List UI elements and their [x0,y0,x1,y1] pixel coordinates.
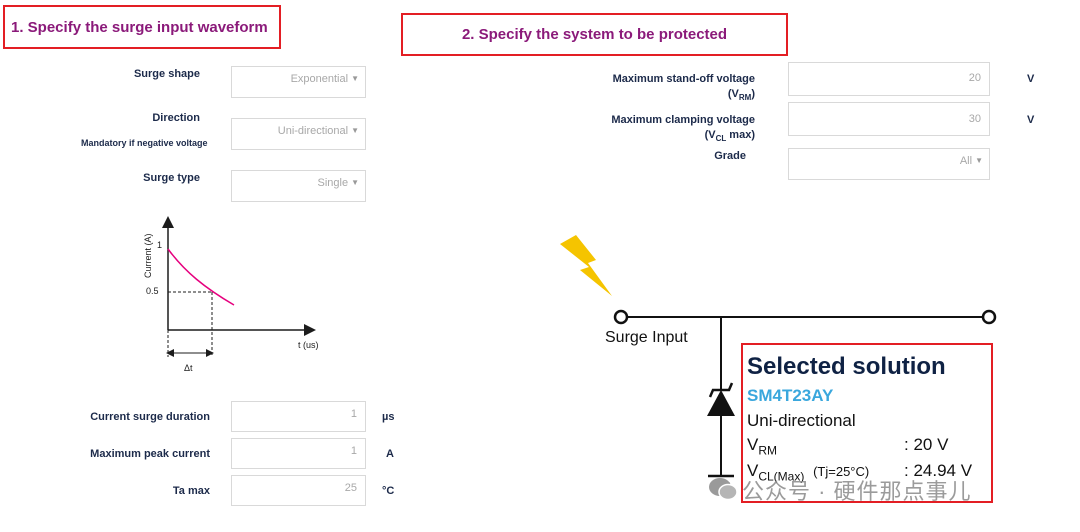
section-1-title-text: 1. Specify the surge input waveform [11,18,268,36]
standoff-sub-close: ) [751,88,755,100]
wechat-icon [708,476,738,502]
direction-note: Mandatory if negative voltage [81,138,208,148]
selected-solution-title: Selected solution [747,353,946,380]
standoff-voltage-label: Maximum stand-off voltage (VRM) [585,72,755,105]
surge-input-label: Surge Input [605,329,688,346]
vcl-main: V [747,461,759,480]
input-terminal [613,309,629,325]
max-peak-current-value: 1 [350,445,357,457]
ta-max-label: Ta max [172,485,210,497]
section-2-title: 2. Specify the system to be protected [401,13,788,56]
clamping-sub: CL [715,134,727,144]
clamping-voltage-input[interactable]: 30 [788,102,990,136]
clamping-voltage-label: Maximum clamping voltage (VCL max) [585,113,755,146]
current-surge-duration-unit: µs [382,411,395,423]
standoff-voltage-value: 20 [968,72,981,84]
vrm-main: V [747,435,759,454]
section-2-title-text: 2. Specify the system to be protected [461,26,728,43]
current-surge-duration-label: Current surge duration [90,411,210,423]
y-axis-label: Current (A) [143,233,153,278]
surge-shape-value: Exponential [290,73,349,85]
chevron-down-icon: ▼ [975,156,983,165]
direction-value: Uni-directional [277,125,349,137]
watermark-text: 公众号 · 硬件那点事儿 [742,479,972,504]
clamping-sub-open: (V [704,129,716,141]
x-axis-label: t (us) [298,340,319,350]
grade-value: All [959,155,973,167]
grade-label: Grade [714,150,746,162]
standoff-voltage-label-text: Maximum stand-off voltage [612,73,755,85]
standoff-sub: RM [738,93,752,103]
solution-direction: Uni-directional [747,411,856,430]
clamping-voltage-unit: V [1027,114,1035,126]
protection-circuit-diagram: Surge Input [560,235,997,494]
chevron-down-icon: ▼ [351,74,359,83]
grade-select[interactable]: All▼ [788,148,990,180]
surge-waveform-diagram: 1 0.5 Current (A) t (us) Δt [143,216,319,373]
surge-type-select[interactable]: Single▼ [231,170,366,202]
tvs-diode-icon [707,390,735,416]
tvs-diode-bar [708,382,734,398]
tick-label-1: 1 [157,240,162,250]
standoff-sub-open: (V [727,88,739,100]
chevron-down-icon: ▼ [351,178,359,187]
max-peak-current-unit: A [386,448,394,460]
standoff-voltage-unit: V [1027,73,1035,85]
surge-type-label: Surge type [143,172,200,184]
section-1-title: 1. Specify the surge input waveform [3,5,281,49]
delta-t-label: Δt [184,363,193,373]
tick-label-0.5: 0.5 [146,286,159,296]
selected-part-link[interactable]: SM4T23AY [747,386,834,405]
vrm-sub: RM [758,443,778,458]
direction-select[interactable]: Uni-directional▼ [231,118,366,150]
ta-max-unit: °C [382,485,395,497]
chevron-down-icon: ▼ [351,126,359,135]
solution-vcl-label: VCL(Max) (Tj=25°C) [747,461,869,483]
waveform-curve [167,248,235,306]
current-surge-duration-value: 1 [350,408,357,420]
output-terminal [981,309,997,325]
solution-vrm-value: : 20 V [904,435,949,454]
standoff-voltage-input[interactable]: 20 [788,62,990,96]
lightning-icon [560,235,612,296]
selected-solution-panel: Selected solution SM4T23AY Uni-direction… [741,343,993,503]
ta-max-value: 25 [344,482,357,494]
solution-vrm-label: VRM [747,435,777,457]
vcl-condition: (Tj=25°C) [813,464,870,479]
max-peak-current-label: Maximum peak current [90,448,210,460]
current-surge-duration-input[interactable]: 1 [231,401,366,432]
ta-max-input[interactable]: 25 [231,475,366,506]
surge-shape-label: Surge shape [133,68,200,80]
clamping-voltage-label-text: Maximum clamping voltage [611,114,755,126]
clamping-voltage-value: 30 [968,113,981,125]
vcl-sub: CL(Max) [758,469,805,484]
max-peak-current-input[interactable]: 1 [231,438,366,469]
clamping-sub-close: max) [726,129,755,141]
direction-label: Direction [152,112,200,124]
solution-vcl-value: : 24.94 V [904,461,973,480]
surge-shape-select[interactable]: Exponential▼ [231,66,366,98]
surge-type-value: Single [317,177,349,189]
